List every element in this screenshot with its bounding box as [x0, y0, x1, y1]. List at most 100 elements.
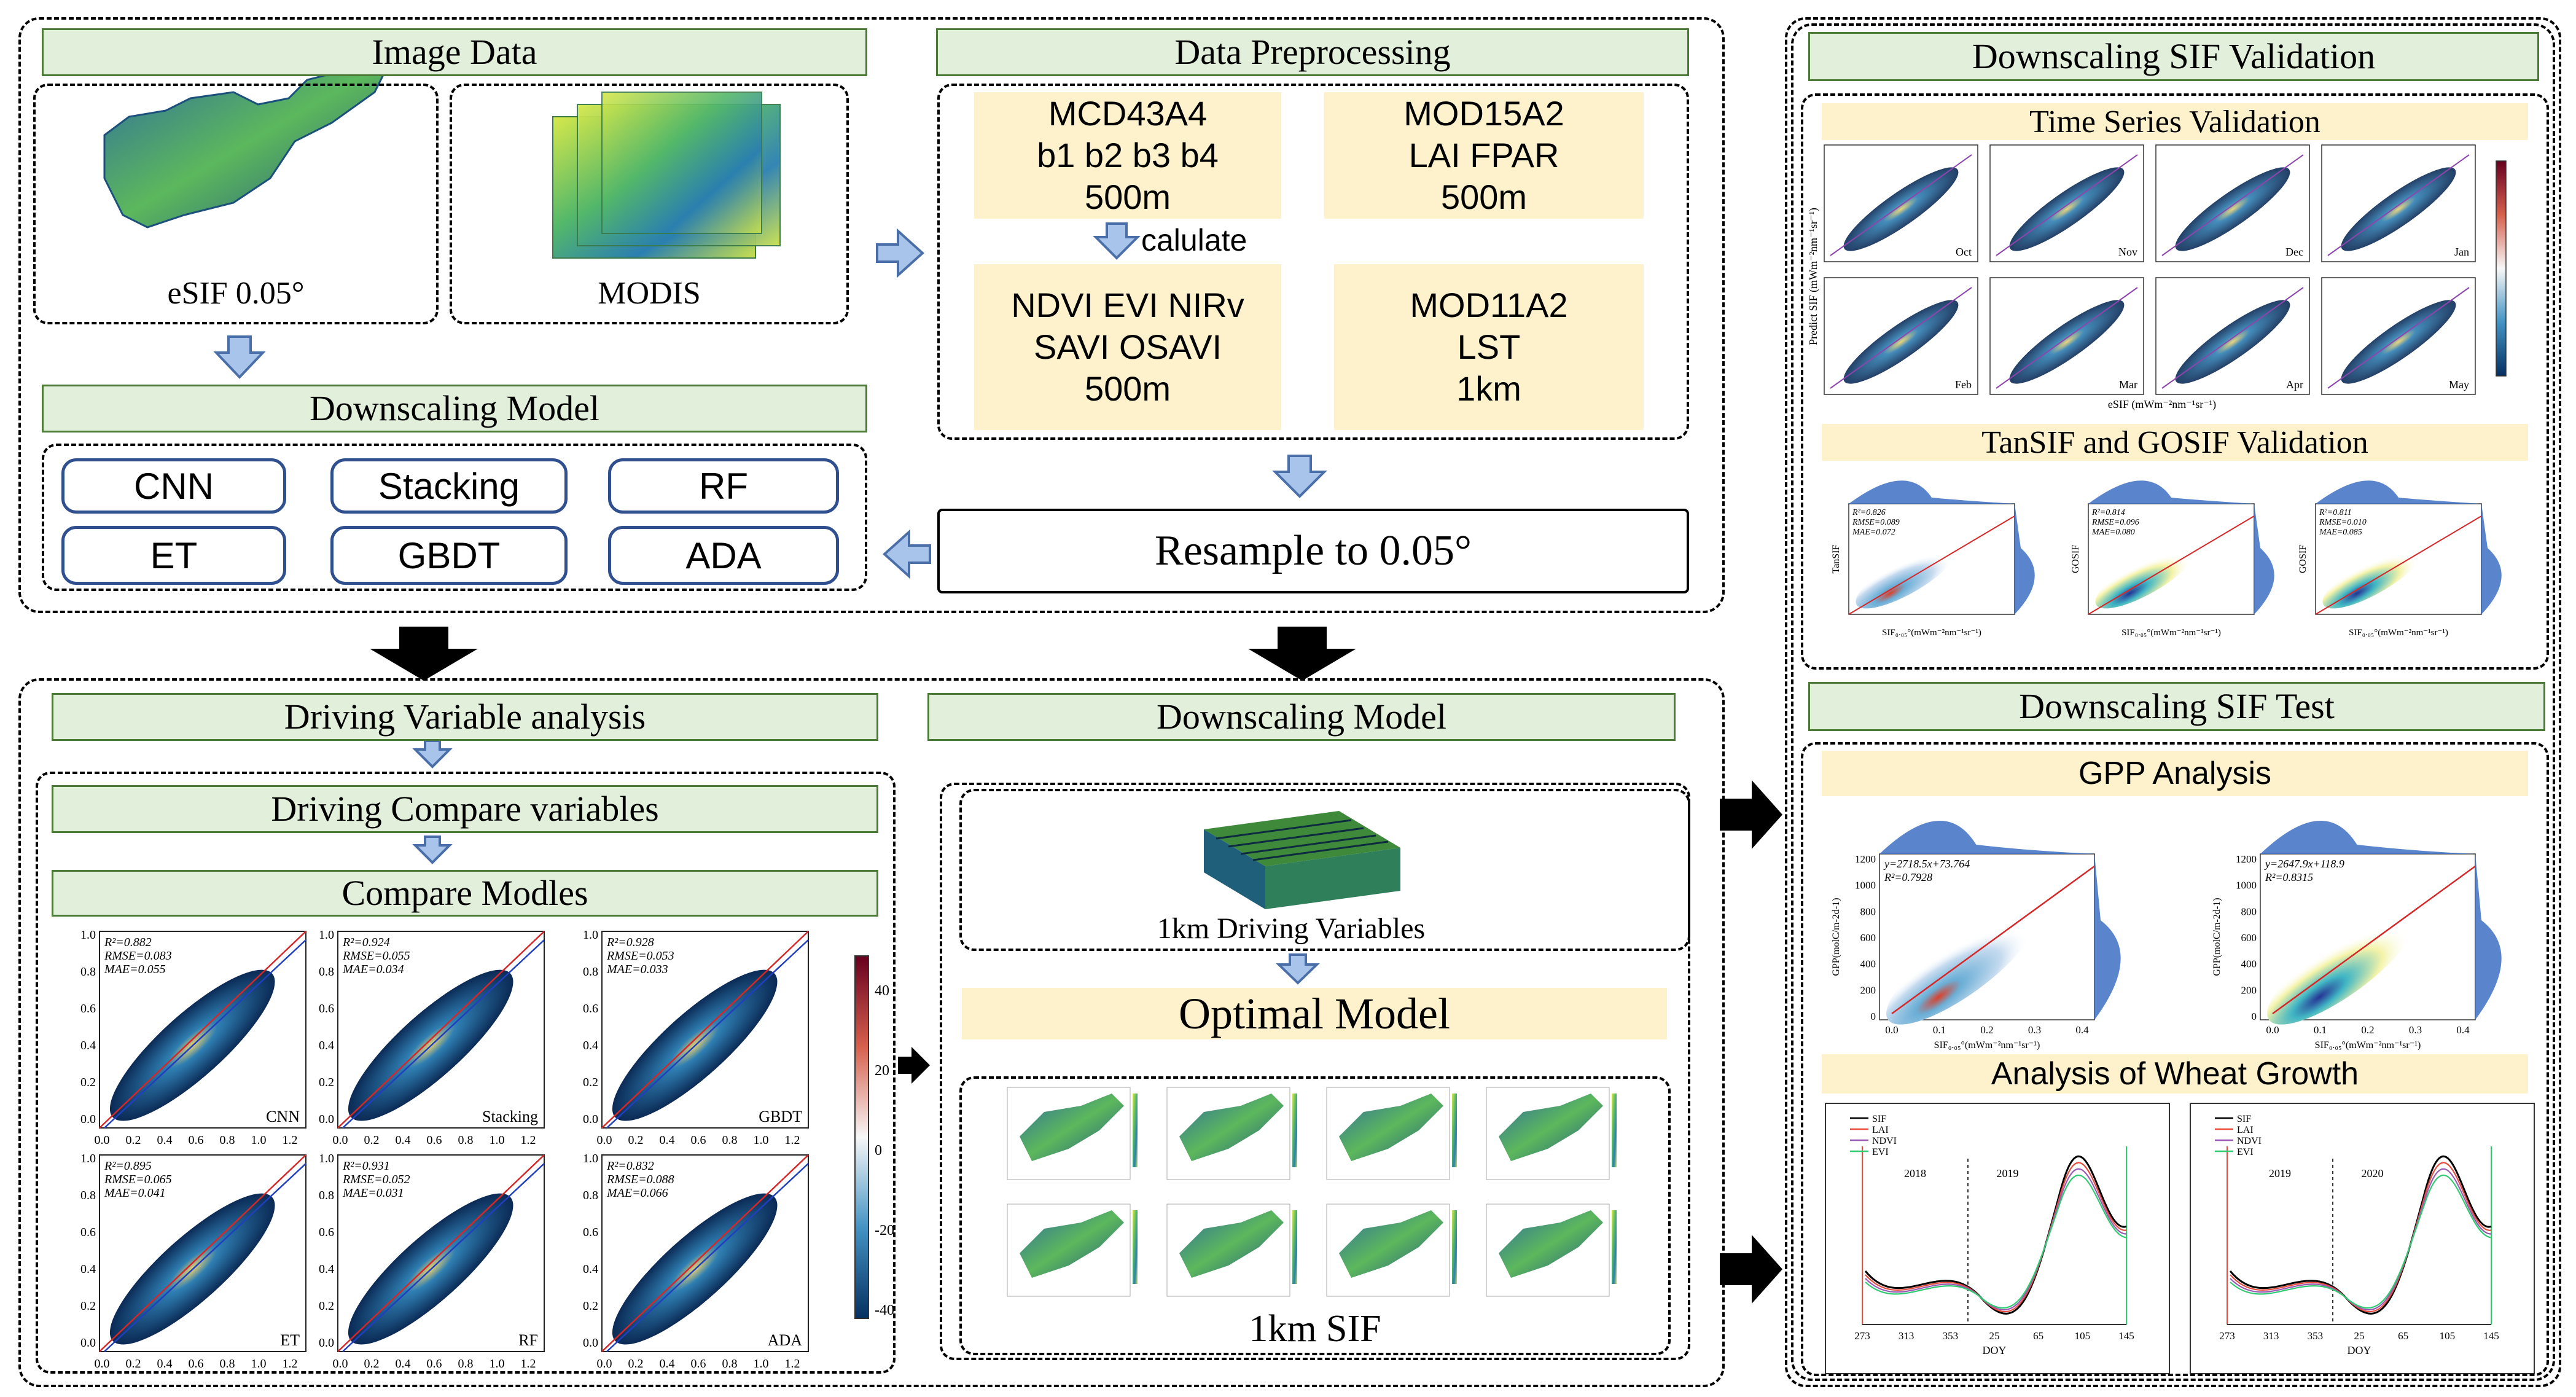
sif-map-grid — [1007, 1087, 1617, 1297]
tansif-stat: RMSE=0.089 — [1852, 518, 1900, 527]
wheat-legend-label: SIF — [1872, 1114, 1886, 1124]
model-et: ET — [61, 526, 286, 585]
compare-stat: MAE=0.031 — [342, 1186, 404, 1200]
compare-y-tick: 0.8 — [583, 965, 598, 979]
tansif-top-kde — [2088, 480, 2254, 504]
ts-month: Feb — [1955, 378, 1972, 391]
compare-stat: R²=0.895 — [104, 1159, 152, 1173]
colorbar-tick: -40 — [875, 1302, 894, 1318]
compare-y-tick: 1.0 — [583, 928, 598, 942]
tansif-density — [2095, 542, 2198, 609]
compare-x-tick: 1.2 — [521, 1357, 536, 1371]
analysis-section — [18, 678, 1725, 1387]
wheat-legend-label: EVI — [2237, 1147, 2254, 1157]
compare-x-tick: 0.6 — [691, 1357, 706, 1371]
compare-x-tick: 0.0 — [333, 1357, 348, 1371]
sif-label: 1km SIF — [1249, 1308, 1381, 1350]
gpp-y-tick: 800 — [2241, 906, 2257, 917]
compare-y-tick: 0.4 — [583, 1039, 598, 1052]
compare-x-tick: 0.2 — [364, 1133, 380, 1147]
compare-x-tick: 0.8 — [458, 1357, 474, 1371]
tansif-right-kde — [2254, 504, 2274, 614]
compare-1to1-line — [606, 1163, 809, 1352]
tansif-right-kde — [2015, 504, 2035, 614]
ts-density — [2009, 167, 2125, 251]
compare-x-tick: 0.2 — [628, 1133, 644, 1147]
compare-y-tick: 1.0 — [80, 1152, 96, 1165]
gpp-density — [1886, 909, 2036, 1025]
tansif-stat: R²=0.814 — [2091, 508, 2125, 517]
compare-x-tick: 0.8 — [722, 1357, 738, 1371]
compare-x-tick: 0.6 — [427, 1357, 442, 1371]
gpp-right-kde — [2475, 854, 2502, 1020]
wheat-doy-tick: 65 — [2033, 1330, 2043, 1342]
compare-x-tick: 0.6 — [189, 1357, 204, 1371]
sif-map-shape — [1339, 1094, 1443, 1161]
ts-fit-line — [2161, 154, 2304, 256]
compare-y-tick: 0.6 — [80, 1002, 96, 1015]
gpp-ylabel: GPP(molC/m-2d-1) — [1831, 898, 1841, 976]
compare-x-tick: 0.4 — [660, 1133, 675, 1147]
wheat-frame — [2190, 1103, 2535, 1374]
compare-fit-line — [99, 1154, 306, 1352]
compare-y-tick: 1.0 — [319, 928, 334, 942]
compare-y-tick: 0.8 — [319, 965, 334, 979]
compare-x-tick: 0.0 — [333, 1133, 348, 1147]
wheat-series-lai — [2230, 1162, 2492, 1313]
indices-line1: NDVI EVI NIRv — [1011, 285, 1244, 324]
compare-y-tick: 0.0 — [80, 1336, 96, 1350]
colorbar-tick: 0 — [875, 1143, 882, 1159]
compare-y-tick: 1.0 — [583, 1152, 598, 1165]
tansif-ylabel: GOSIF — [2071, 545, 2081, 573]
gpp-y-tick: 1200 — [2236, 853, 2257, 865]
sif-map-colorbar — [1612, 1210, 1617, 1284]
compare-variables-header: Driving Compare variables — [52, 785, 878, 833]
ts-xlabel: eSIF (mWm⁻²nm⁻¹sr⁻¹) — [2108, 398, 2216, 411]
compare-x-tick: 1.2 — [283, 1133, 298, 1147]
compare-x-tick: 0.4 — [396, 1133, 411, 1147]
wheat-series-lai — [1865, 1162, 2127, 1313]
compare-y-tick: 0.8 — [80, 965, 96, 979]
wheat-legend-label: NDVI — [2237, 1136, 2262, 1146]
compare-x-tick: 1.2 — [785, 1133, 800, 1147]
tansif-density — [1856, 542, 1958, 609]
compare-y-tick: 0.2 — [583, 1076, 598, 1089]
tansif-xlabel: SIF₀.₀₅°(mWm⁻²nm⁻¹sr⁻¹) — [1882, 628, 1981, 638]
data-preprocessing-header: Data Preprocessing — [936, 28, 1689, 76]
compare-x-tick: 0.4 — [157, 1357, 173, 1371]
compare-1to1-line — [104, 939, 306, 1129]
wheat-doy-tick: 145 — [2483, 1330, 2499, 1342]
compare-y-tick: 0.8 — [583, 1189, 598, 1202]
gpp-x-tick: 0.2 — [2361, 1024, 2374, 1036]
compare-x-tick: 1.2 — [521, 1133, 536, 1147]
compare-x-tick: 0.2 — [364, 1357, 380, 1371]
gpp-ylabel: GPP(molC/m-2d-1) — [2212, 898, 2222, 976]
mcd43a4-line2: b1 b2 b3 b4 — [1037, 135, 1219, 174]
gpp-equation: y=2718.5x+73.764 — [1883, 858, 1970, 870]
compare-x-tick: 0.4 — [396, 1357, 411, 1371]
sif-map-shape — [1179, 1210, 1284, 1278]
tansif-stat: RMSE=0.096 — [2091, 518, 2139, 527]
wheat-series-ndvi — [1865, 1168, 2127, 1311]
compare-1to1-line — [342, 939, 545, 1129]
compare-model-name: GBDT — [759, 1108, 802, 1125]
compare-models-header: Compare Modles — [52, 870, 878, 917]
wheat-series-evi — [1865, 1174, 2127, 1309]
wheat-legend-label: SIF — [2237, 1114, 2251, 1124]
sif-map-colorbar — [1612, 1094, 1617, 1167]
compare-model-name: RF — [518, 1331, 538, 1349]
gpp-r2: R²=0.7928 — [1884, 871, 1932, 883]
ts-density — [2175, 167, 2290, 251]
wheat-doy-tick: 313 — [2263, 1330, 2279, 1342]
driving-box — [36, 772, 896, 1374]
gpp-y-tick: 600 — [2241, 932, 2257, 944]
ts-fit-line — [1830, 287, 1972, 389]
wheat-doy-tick: 105 — [2075, 1330, 2091, 1342]
compare-y-tick: 0.0 — [80, 1113, 96, 1126]
wheat-legend-label: LAI — [1872, 1125, 1889, 1135]
compare-y-tick: 0.0 — [583, 1336, 598, 1350]
gpp-y-tick: 0 — [1871, 1011, 1876, 1022]
compare-fit-line — [601, 931, 809, 1129]
